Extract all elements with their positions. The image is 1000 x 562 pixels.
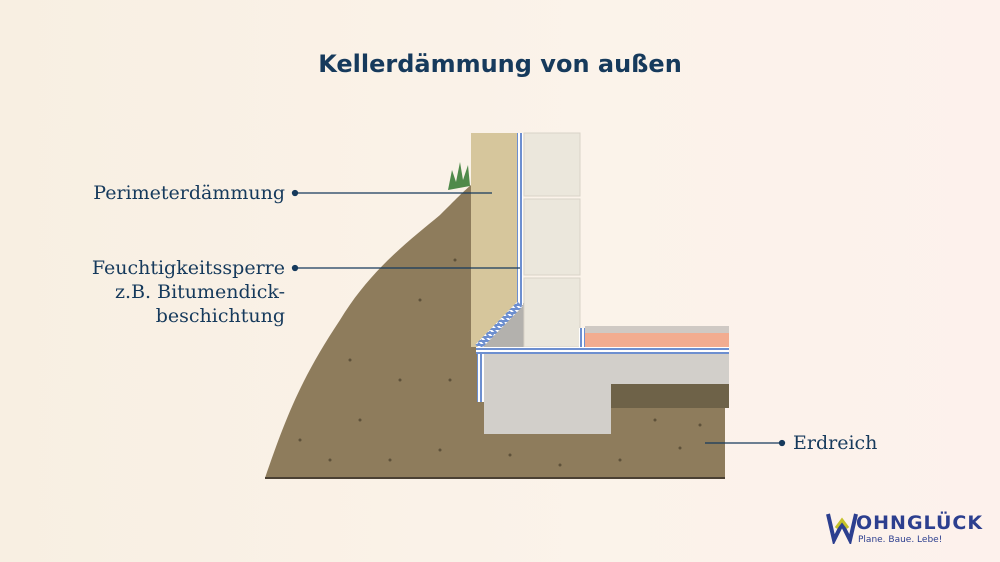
wall-block (523, 132, 581, 197)
soil-specks (298, 258, 702, 467)
label-line: z.B. Bitumendick- (115, 281, 285, 303)
label-line: Feuchtigkeitssperre (91, 257, 285, 279)
moisture-barrier-horizontal (476, 347, 729, 354)
label-feuchtigkeitssperre: Feuchtigkeitssperre z.B. Bitumendick- be… (20, 256, 285, 328)
dark-soil-layer (611, 384, 729, 408)
logo-w-icon (826, 513, 858, 544)
wall-block (523, 277, 581, 348)
logo-name: OHNGLÜCK (856, 512, 984, 534)
logo: OHNGLÜCK Plane. Baue. Lebe! (826, 510, 986, 550)
floor-screed (585, 326, 729, 334)
page-title: Kellerdämmung von außen (318, 50, 682, 78)
moisture-barrier-vertical (517, 133, 523, 305)
foundation (484, 354, 611, 434)
wall-block (523, 198, 581, 276)
soil (265, 185, 725, 478)
moisture-barrier-diagonal (475, 301, 523, 350)
floor-insulation (585, 333, 729, 347)
moisture-barrier-foundation (477, 354, 484, 402)
logo-tagline: Plane. Baue. Lebe! (858, 535, 943, 545)
label-erdreich: Erdreich (793, 432, 878, 454)
label-perimeterdaemmung: Perimeterdämmung (93, 182, 285, 204)
label-line: beschichtung (155, 305, 285, 327)
grass-icon (448, 162, 470, 190)
barrier-floor-edge (579, 328, 585, 348)
